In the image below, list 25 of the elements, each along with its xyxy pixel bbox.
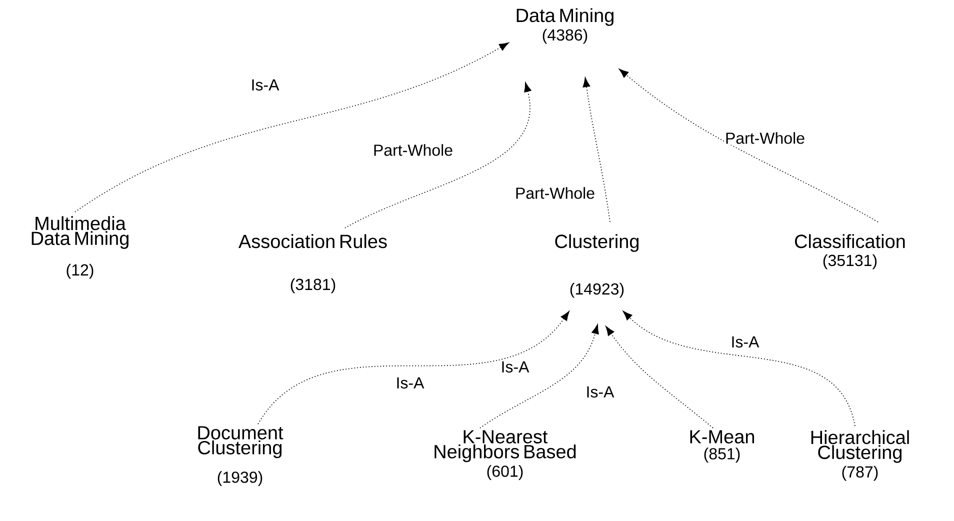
edge-label: Is-A — [584, 385, 616, 399]
edge-label: Is-A — [394, 376, 426, 390]
edge-label: Is-A — [730, 335, 760, 349]
arrow — [258, 311, 570, 424]
edge-label: Part-Whole — [724, 131, 806, 145]
edge-label: Part-Whole — [514, 186, 596, 200]
arrow — [622, 310, 856, 426]
concept-label: K-Nearest Neighbors Based (601) — [434, 430, 576, 480]
arrow — [344, 82, 532, 228]
edge-label: Is-A — [250, 78, 280, 92]
concept-label: Multimedia Data Mining (12) — [32, 216, 128, 279]
arrow — [582, 77, 610, 222]
arrow — [619, 68, 878, 222]
concept-label: Clustering (14923) — [555, 234, 639, 298]
edge-label: Is-A — [500, 360, 530, 374]
concept-label: Document Clustering (1939) — [198, 426, 284, 486]
concept-label: Association Rules (3181) — [238, 234, 387, 294]
arrow — [480, 324, 599, 428]
arrow — [74, 42, 509, 212]
arrow — [606, 326, 714, 428]
edge-label: Part-Whole — [372, 143, 454, 157]
concept-label: Data Mining (4386) — [516, 8, 614, 44]
concept-label: Hierarchical Clustering (787) — [811, 430, 909, 481]
concept-label: K-Mean (851) — [690, 430, 754, 463]
concept-label: Classification (35131) — [795, 234, 905, 270]
